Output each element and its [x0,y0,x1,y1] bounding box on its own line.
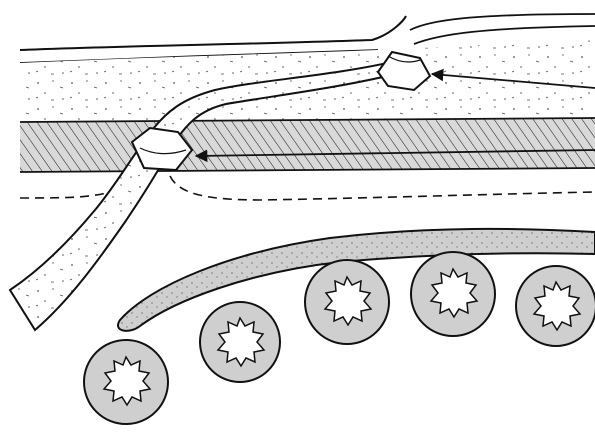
bowel-loop-2 [200,302,280,382]
bowel-loop-3 [305,260,389,344]
bowel-cross-sections [84,252,595,424]
bowel-loop-4 [411,252,495,336]
outer-guide-tube [410,14,595,44]
bowel-loop-5 [516,266,595,346]
bowel-loop-1 [84,340,168,424]
muscle-layer [20,118,595,172]
